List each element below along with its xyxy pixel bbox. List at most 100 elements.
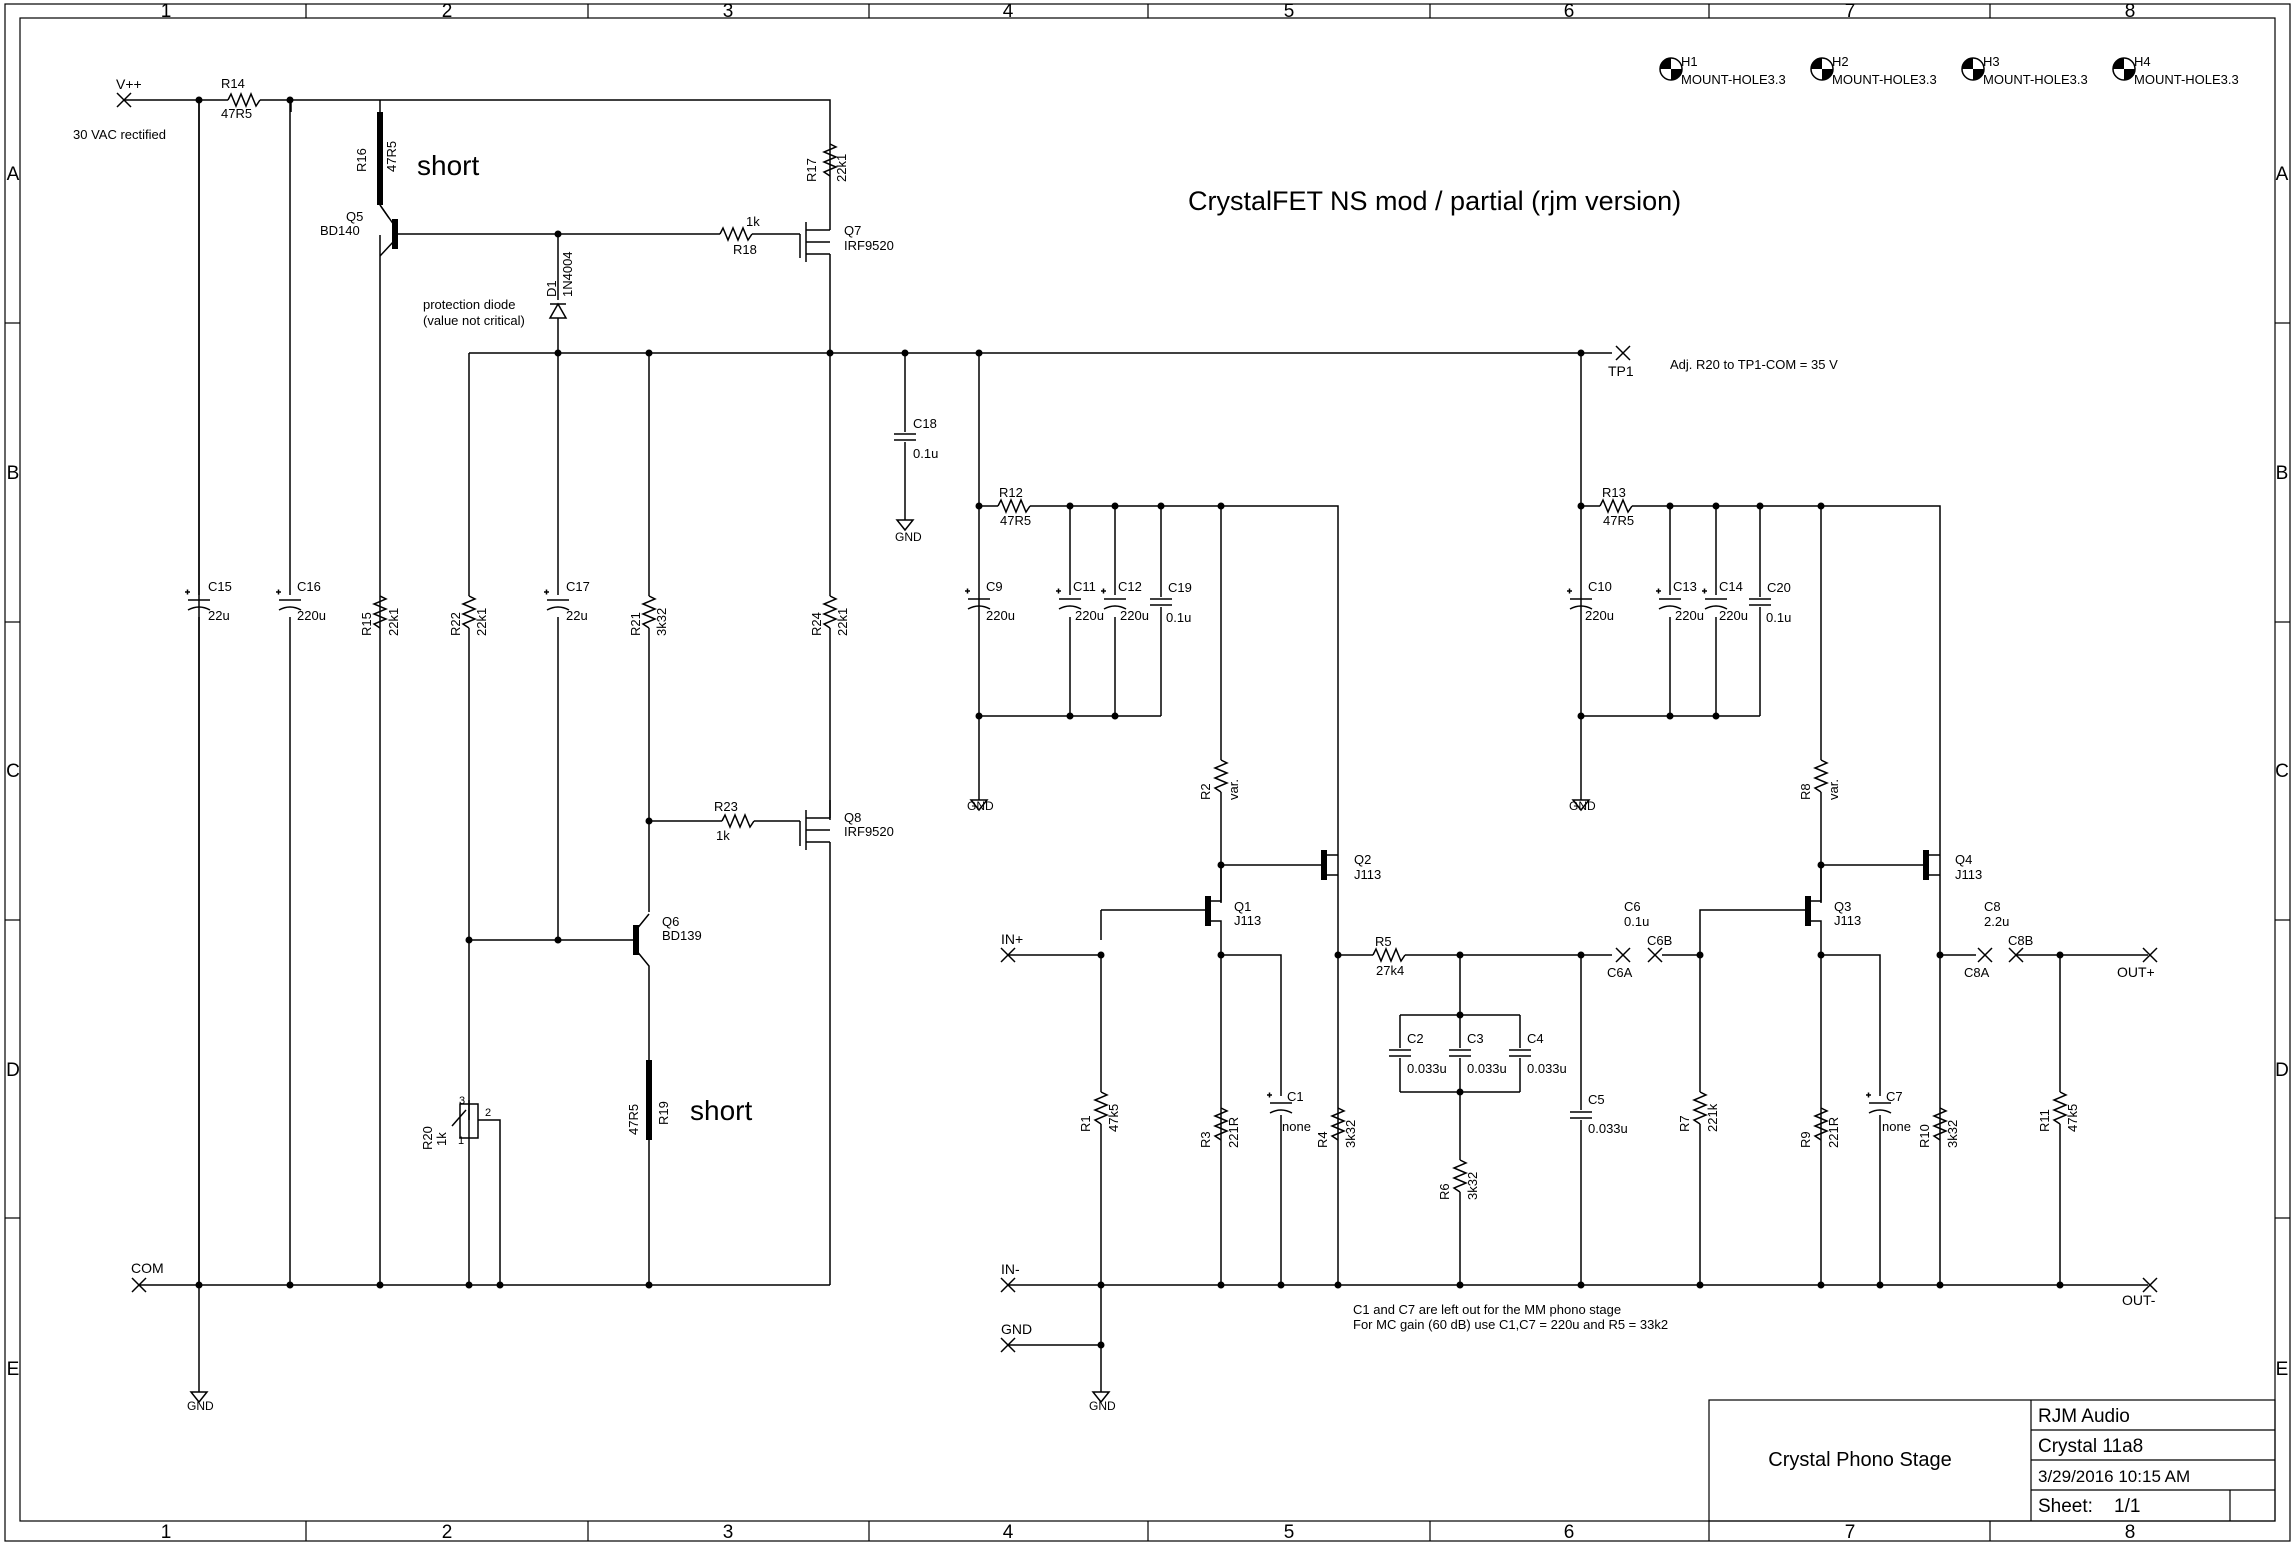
svg-text:27k4: 27k4	[1376, 963, 1404, 978]
r5-resistor	[1372, 948, 1406, 962]
short-note: short	[690, 1095, 752, 1126]
r13-resistor	[1599, 499, 1633, 513]
col-label: 2	[442, 1522, 453, 1543]
svg-text:GND: GND	[895, 530, 922, 544]
mm-note: C1 and C7 are left out for the MM phono …	[1353, 1302, 1621, 1317]
svg-text:H2: H2	[1832, 54, 1849, 69]
svg-text:220u: 220u	[1719, 608, 1748, 623]
svg-text:1k: 1k	[746, 214, 760, 229]
rectified-note: 30 VAC rectified	[73, 127, 166, 142]
svg-text:3k32: 3k32	[654, 608, 669, 636]
svg-text:C6B: C6B	[1647, 933, 1672, 948]
col-label: 5	[1284, 1522, 1295, 1543]
r23-resistor	[721, 814, 755, 828]
svg-text:GND: GND	[1089, 1399, 1116, 1413]
drawing-frame: 1 2 3 4 5 6 7 8 1 2 3 4 5 6 7 8 A B C D …	[4, 1, 2291, 1543]
svg-text:22u: 22u	[208, 608, 230, 623]
gain-stage-1: R12 47R5 C9 220u C11 220u C12 220u C19 0…	[964, 353, 1672, 1285]
svg-text:R24: R24	[809, 612, 824, 636]
svg-text:C17: C17	[566, 579, 590, 594]
c20-capacitor	[1748, 598, 1772, 606]
svg-text:R3: R3	[1198, 1131, 1213, 1148]
svg-text:C15: C15	[208, 579, 232, 594]
svg-text:Q6: Q6	[662, 914, 679, 929]
svg-text:C14: C14	[1719, 579, 1743, 594]
c15-capacitor	[184, 588, 211, 611]
col-label: 8	[2125, 1, 2136, 22]
svg-text:R13: R13	[1602, 485, 1626, 500]
signal-ground: IN- OUT- GND GND	[1000, 1261, 2158, 1413]
svg-text:220u: 220u	[1675, 608, 1704, 623]
c18-capacitor	[893, 433, 917, 441]
column-dividers-bottom	[305, 1521, 1991, 1541]
svg-text:C18: C18	[913, 416, 937, 431]
svg-text:R17: R17	[804, 158, 819, 182]
svg-text:47k5: 47k5	[2065, 1104, 2080, 1132]
c8a-terminal	[1977, 947, 1993, 963]
svg-text:MOUNT-HOLE3.3: MOUNT-HOLE3.3	[1983, 72, 2088, 87]
svg-text:R7: R7	[1677, 1115, 1692, 1132]
svg-text:Q8: Q8	[844, 810, 861, 825]
svg-text:Q3: Q3	[1834, 899, 1851, 914]
mount-hole-icon	[1659, 57, 1683, 81]
svg-text:BD140: BD140	[320, 223, 360, 238]
svg-text:0.1u: 0.1u	[1166, 610, 1191, 625]
out-plus-label: OUT+	[2117, 964, 2155, 980]
svg-text:1k: 1k	[716, 828, 730, 843]
svg-text:BD139: BD139	[662, 928, 702, 943]
svg-text:C13: C13	[1673, 579, 1697, 594]
svg-text:47R5: 47R5	[1000, 513, 1031, 528]
svg-text:R23: R23	[714, 799, 738, 814]
schematic-title: CrystalFET NS mod / partial (rjm version…	[1188, 186, 1681, 216]
svg-text:H1: H1	[1681, 54, 1698, 69]
com-label: COM	[131, 1260, 164, 1276]
svg-text:3: 3	[459, 1095, 465, 1107]
svg-text:0.1u: 0.1u	[1624, 914, 1649, 929]
gain-stage-2: R13 47R5 C10 220u C13 220u C14 220u C20 …	[1566, 353, 2158, 1285]
svg-text:C19: C19	[1168, 580, 1192, 595]
svg-text:J113: J113	[1354, 867, 1381, 882]
company-name: RJM Audio	[2038, 1406, 2130, 1427]
svg-text:GND: GND	[187, 1399, 214, 1413]
svg-text:MOUNT-HOLE3.3: MOUNT-HOLE3.3	[2134, 72, 2239, 87]
svg-text:0.033u: 0.033u	[1407, 1061, 1447, 1076]
svg-text:R4: R4	[1315, 1131, 1330, 1148]
svg-text:Q2: Q2	[1354, 852, 1371, 867]
col-label: 5	[1284, 1, 1295, 22]
protection-note: protection diode	[423, 297, 516, 312]
svg-text:J113: J113	[1955, 867, 1982, 882]
r12-resistor	[997, 499, 1031, 513]
svg-text:H4: H4	[2134, 54, 2151, 69]
svg-text:C3: C3	[1467, 1031, 1484, 1046]
svg-text:none: none	[1882, 1119, 1911, 1134]
col-label: 4	[1003, 1, 1014, 22]
svg-text:22k1: 22k1	[834, 154, 849, 182]
svg-text:22k1: 22k1	[835, 608, 850, 636]
svg-text:R8: R8	[1798, 783, 1813, 800]
svg-text:none: none	[1282, 1119, 1311, 1134]
svg-text:Q4: Q4	[1955, 852, 1972, 867]
row-label: B	[2276, 463, 2289, 484]
r14-resistor	[227, 93, 261, 107]
col-label: 6	[1564, 1522, 1575, 1543]
svg-text:3k32: 3k32	[1343, 1120, 1358, 1148]
row-label: E	[2276, 1359, 2289, 1380]
col-label: 6	[1564, 1, 1575, 22]
svg-text:3k32: 3k32	[1465, 1172, 1480, 1200]
col-label: 1	[161, 1, 172, 22]
svg-text:221R: 221R	[1226, 1117, 1241, 1148]
svg-text:C6A: C6A	[1607, 965, 1633, 980]
svg-text:R2: R2	[1198, 783, 1213, 800]
svg-text:Q5: Q5	[346, 209, 363, 224]
notes: short short protection diode (value not …	[73, 127, 1838, 1332]
svg-text:47R5: 47R5	[626, 1104, 641, 1135]
c6a-terminal	[1615, 947, 1631, 963]
svg-text:220u: 220u	[297, 608, 326, 623]
svg-text:C8A: C8A	[1964, 965, 1990, 980]
protection-note: (value not critical)	[423, 313, 525, 328]
svg-text:C1: C1	[1287, 1089, 1304, 1104]
svg-text:C11: C11	[1073, 579, 1096, 594]
c5-capacitor	[1569, 1111, 1593, 1119]
mount-hole-icon	[1810, 57, 1834, 81]
